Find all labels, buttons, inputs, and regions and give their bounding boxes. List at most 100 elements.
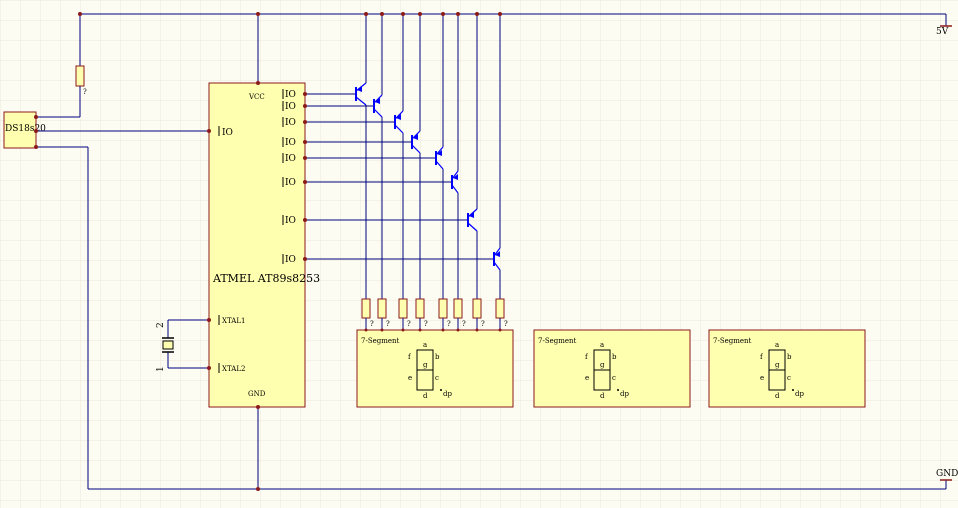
transistor-emitter	[493, 247, 501, 257]
decimal-point	[617, 389, 619, 391]
segment-d-label: d	[775, 392, 780, 400]
transistor-collector	[435, 160, 444, 170]
mcu-io-pin-label: IO	[285, 216, 296, 226]
decimal-point	[792, 389, 794, 391]
junction	[364, 12, 368, 16]
pnp-transistor[interactable]	[355, 82, 367, 106]
transistor-emitter	[451, 170, 459, 180]
transistor-collector	[451, 184, 459, 194]
junction	[441, 328, 445, 332]
mcu-io-pin-label: IO	[285, 118, 296, 128]
crystal-oscillator[interactable]: 2 1	[156, 319, 209, 372]
crystal-pin-bottom: 1	[156, 366, 166, 372]
pnp-transistor[interactable]	[493, 247, 501, 271]
junction	[256, 405, 260, 409]
pullup-resistor[interactable]: ?	[75, 14, 87, 117]
segment-resistor[interactable]	[453, 298, 463, 319]
transistor-collector	[373, 108, 383, 118]
io-channel-5: IO?	[282, 14, 451, 330]
pnp-transistor[interactable]	[467, 208, 478, 232]
transistor-arrow	[396, 114, 401, 120]
display-title: 7-Segment	[361, 337, 400, 345]
resistor-designator: ?	[462, 320, 466, 328]
segment-g-label: g	[600, 361, 605, 369]
segment-c-label: c	[612, 374, 616, 382]
junction	[303, 257, 307, 261]
junction	[456, 328, 460, 332]
mcu-io-pin-label: IO	[285, 138, 296, 148]
pnp-transistor[interactable]	[451, 170, 459, 194]
mcu-at89s8253[interactable]: ATMEL AT89s8253 VCC GND IO XTAL1 XTAL2	[208, 14, 320, 489]
junction	[34, 145, 38, 149]
junctions-layer	[34, 12, 502, 491]
transistor-arrow	[413, 134, 418, 140]
gnd-rail-label: GND	[936, 469, 958, 479]
junction	[303, 218, 307, 222]
io-channel-4: IO?	[282, 14, 428, 330]
segment-resistor[interactable]	[398, 298, 408, 319]
resistor-designator: ?	[424, 320, 428, 328]
transistor-emitter	[411, 130, 421, 140]
segment-dp-label: dp	[795, 390, 804, 398]
junction	[418, 328, 422, 332]
segment-resistor[interactable]	[377, 298, 387, 319]
junction	[303, 180, 307, 184]
segment-d-label: d	[600, 392, 605, 400]
segment-resistor[interactable]	[472, 298, 482, 319]
transistor-emitter	[373, 94, 383, 104]
resistor-designator: ?	[504, 320, 508, 328]
resistor-designator: ?	[370, 320, 374, 328]
segment-a-label: a	[423, 341, 427, 349]
junction	[303, 140, 307, 144]
transistor-arrow	[375, 98, 380, 104]
junction	[34, 115, 38, 119]
segment-g-label: g	[775, 361, 780, 369]
mcu-io-pin-label: IO	[285, 102, 296, 112]
junction	[207, 318, 211, 322]
junction	[401, 328, 405, 332]
pnp-transistor[interactable]	[394, 110, 404, 134]
mcu-io-pin-label: IO	[285, 178, 296, 188]
segment-resistor[interactable]	[415, 298, 425, 319]
junction	[256, 12, 260, 16]
junction	[475, 12, 479, 16]
junction	[207, 129, 211, 133]
pullup-designator: ?	[83, 88, 87, 96]
transistor-collector	[355, 96, 367, 106]
segment-dp-label: dp	[443, 390, 452, 398]
segment-resistor[interactable]	[438, 298, 448, 319]
segment-b-label: b	[787, 353, 792, 361]
segment-f-label: f	[760, 353, 764, 361]
io-channel-8: IO?	[282, 14, 508, 330]
junction	[303, 92, 307, 96]
junction	[498, 12, 502, 16]
io-channel-7: IO?	[282, 14, 485, 330]
mcu-io-pin-label: IO	[285, 90, 296, 100]
transistor-arrow	[453, 174, 458, 180]
display-body	[533, 329, 691, 408]
display-title: 7-Segment	[713, 337, 752, 345]
ds18s20-sensor[interactable]: DS18s20	[3, 111, 209, 489]
segment-resistor[interactable]	[361, 298, 371, 319]
mcu-sensor-io-pin: IO	[222, 128, 233, 138]
segment-e-label: e	[585, 374, 589, 382]
resistor-designator: ?	[481, 320, 485, 328]
io-channel-1: IO?	[282, 14, 374, 330]
junction	[303, 120, 307, 124]
transistor-arrow	[495, 251, 500, 257]
pnp-transistor[interactable]	[373, 94, 383, 118]
transistor-collector	[411, 144, 421, 154]
pnp-transistor[interactable]	[435, 146, 444, 170]
crystal-pin-top: 2	[156, 322, 166, 328]
segment-resistor[interactable]	[495, 298, 505, 319]
junction	[441, 12, 445, 16]
pnp-transistor[interactable]	[411, 130, 421, 154]
io-channel-6: IO?	[282, 14, 466, 330]
vcc-rail: 5V	[80, 13, 952, 37]
junction	[401, 12, 405, 16]
junction	[380, 328, 384, 332]
